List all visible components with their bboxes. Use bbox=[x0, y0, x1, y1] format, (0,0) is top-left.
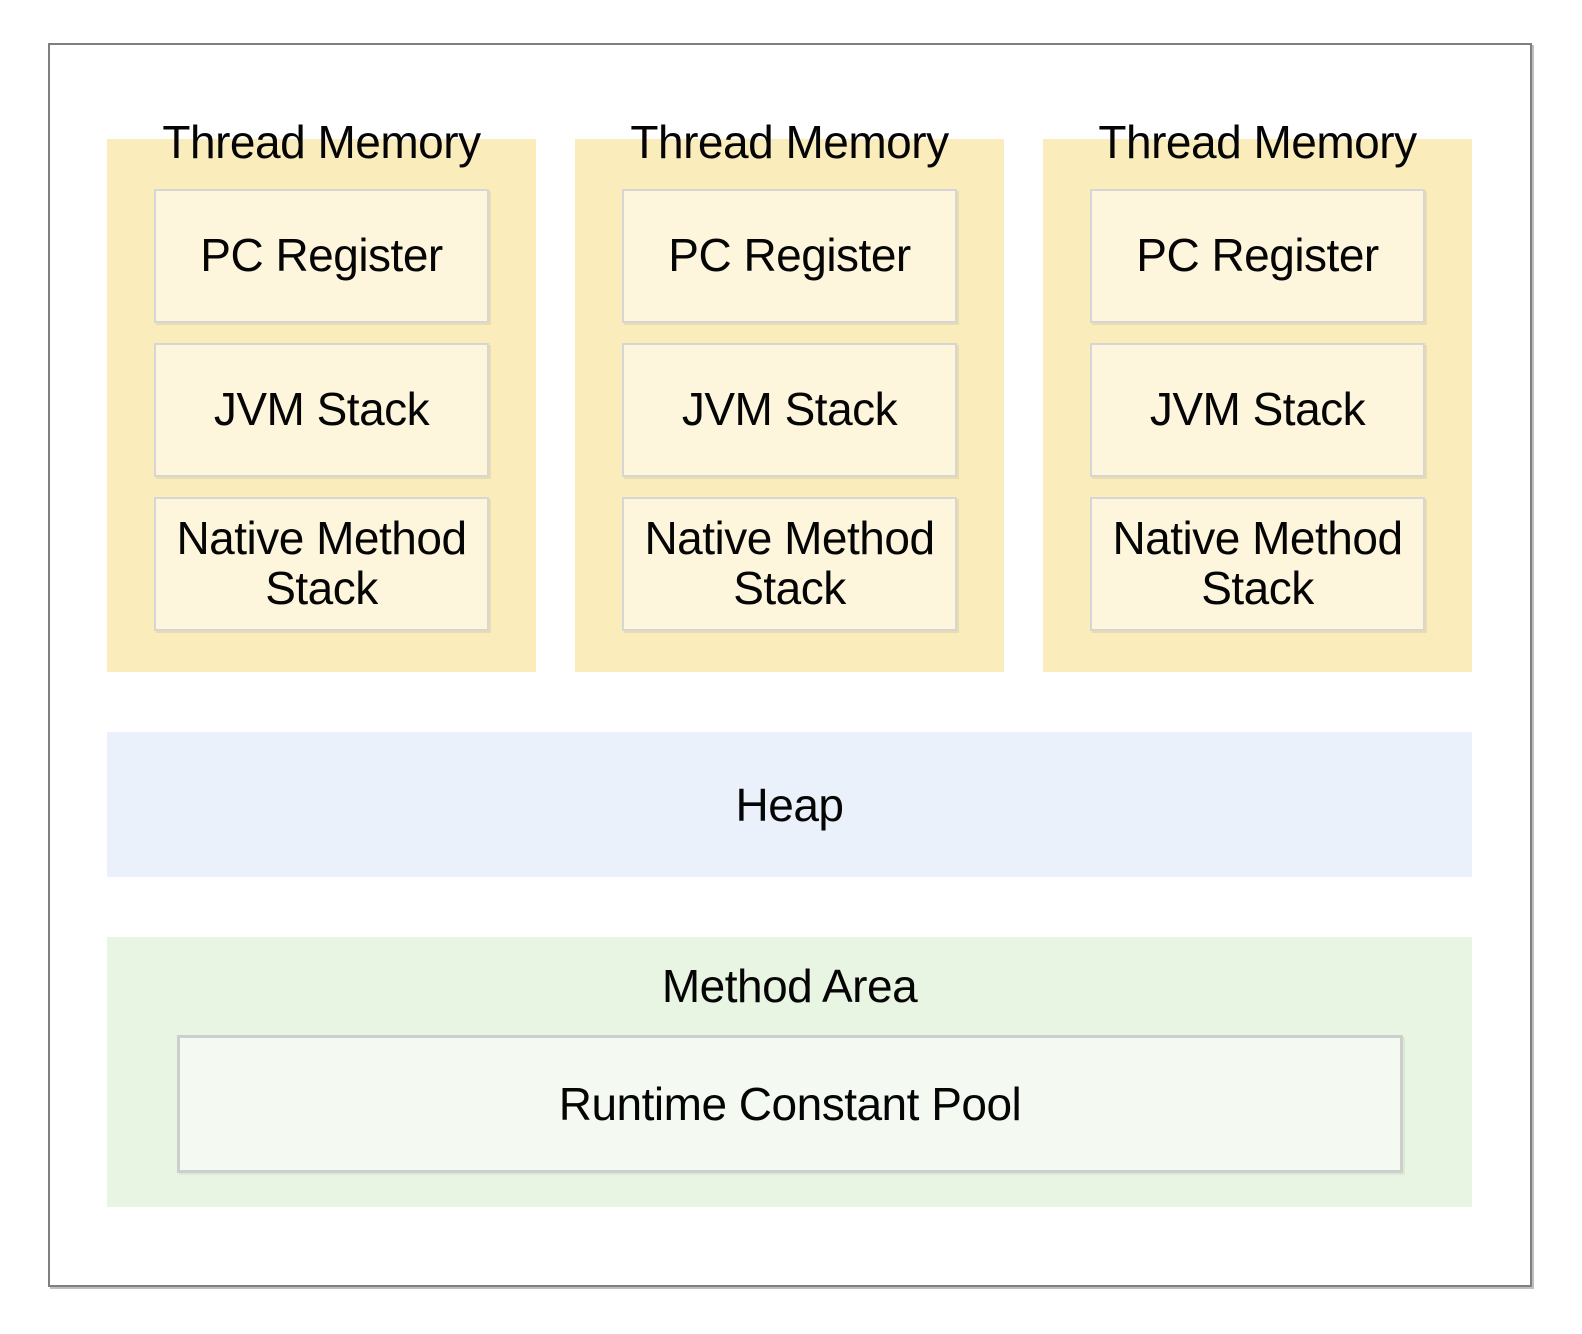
pc-register-box: PC Register bbox=[1090, 189, 1425, 323]
method-area-label: Method Area bbox=[661, 960, 918, 1012]
heap-box: Heap bbox=[107, 732, 1472, 877]
thread-memory-title: Thread Memory bbox=[162, 116, 481, 168]
thread-memory-column: Thread Memory PC Register JVM Stack Nati… bbox=[1043, 116, 1472, 672]
thread-memory-title: Thread Memory bbox=[1098, 116, 1417, 168]
pc-register-box: PC Register bbox=[622, 189, 957, 323]
thread-memory-column: Thread Memory PC Register JVM Stack Nati… bbox=[107, 116, 536, 672]
pc-register-box: PC Register bbox=[154, 189, 489, 323]
runtime-constant-pool-box: Runtime Constant Pool bbox=[177, 1035, 1403, 1173]
jvm-stack-box: JVM Stack bbox=[1090, 343, 1425, 477]
thread-memory-title: Thread Memory bbox=[630, 116, 949, 168]
thread-memory-column: Thread Memory PC Register JVM Stack Nati… bbox=[575, 116, 1004, 672]
runtime-constant-pool-label: Runtime Constant Pool bbox=[558, 1078, 1022, 1130]
jvm-stack-box: JVM Stack bbox=[622, 343, 957, 477]
native-method-stack-box: Native Method Stack bbox=[1090, 497, 1425, 631]
native-method-stack-box: Native Method Stack bbox=[622, 497, 957, 631]
method-area-box: Method Area Runtime Constant Pool bbox=[107, 937, 1472, 1207]
heap-label: Heap bbox=[735, 778, 844, 831]
jvm-stack-box: JVM Stack bbox=[154, 343, 489, 477]
native-method-stack-box: Native Method Stack bbox=[154, 497, 489, 631]
